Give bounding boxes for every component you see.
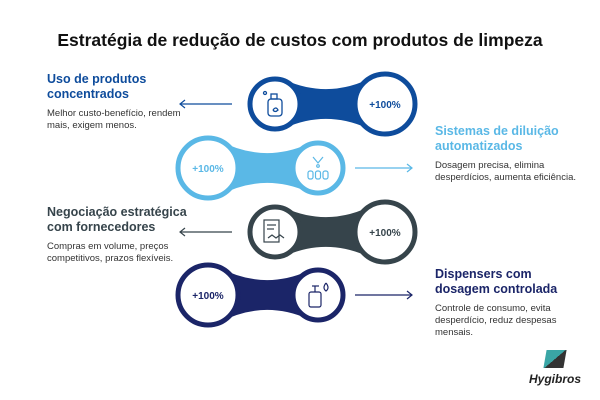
item-text: Dosagem precisa, elimina desperdícios, a…	[435, 160, 576, 183]
detergent-bottle-icon	[262, 90, 283, 117]
item-heading: Dispensers com dosagem controlada	[435, 267, 558, 296]
item-heading: Sistemas de diluição automatizados	[435, 124, 559, 153]
contract-handshake-icon	[263, 219, 285, 243]
item-concentrated: Uso de produtos concentrados Melhor cust…	[47, 72, 197, 132]
dilution-dispenser-icon	[307, 156, 329, 180]
percent-label: +100%	[192, 291, 224, 302]
percent-label: +100%	[192, 164, 224, 175]
row-negotiation: +100%	[179, 199, 418, 265]
item-dilution: Sistemas de diluição automatizados Dosag…	[435, 124, 585, 184]
item-negotiation: Negociação estratégica com fornecedores …	[47, 205, 197, 265]
item-heading: Uso de produtos concentrados	[47, 72, 147, 101]
item-text: Melhor custo-benefício, rendem mais, exi…	[47, 108, 181, 131]
logo-mark-icon	[543, 350, 567, 368]
row-dilution: +100%	[175, 135, 413, 201]
item-dispensers: Dispensers com dosagem controlada Contro…	[435, 267, 585, 339]
percent-label: +100%	[369, 100, 401, 111]
item-text: Compras em volume, preços competitivos, …	[47, 241, 174, 264]
page-title: Estratégia de redução de custos com prod…	[57, 30, 543, 50]
percent-label: +100%	[369, 228, 401, 239]
item-text: Controle de consumo, evita desperdício, …	[435, 303, 557, 338]
logo-text: Hygibros	[528, 372, 581, 386]
soap-dispenser-icon	[308, 282, 329, 308]
row-dispensers: +100%	[175, 262, 413, 328]
row-concentrated: +100%	[179, 71, 418, 137]
brand-logo: Hygibros	[520, 350, 590, 388]
item-heading: Negociação estratégica com fornecedores	[47, 205, 187, 234]
